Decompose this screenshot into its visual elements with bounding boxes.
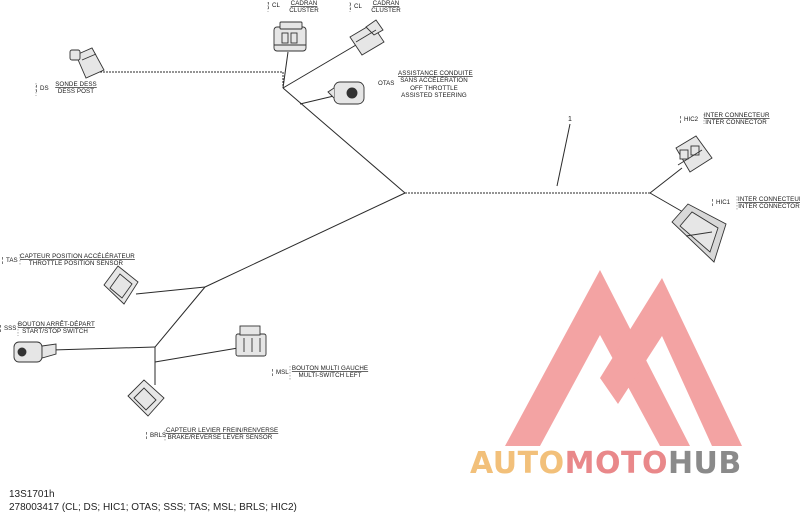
code-tas: TAS	[2, 257, 18, 264]
wire-trunk-up	[282, 87, 406, 194]
label-hic1-fr: INTER CONNECTEUR	[738, 196, 800, 203]
code-otas: OTAS	[378, 80, 395, 87]
watermark-logo-inner	[600, 378, 632, 398]
label-hic2-fr: INTER CONNECTEUR	[704, 112, 770, 119]
label-otas-line-1: ASSISTANCE CONDUITE	[398, 70, 473, 77]
label-cl-1-fr: CADRAN	[290, 0, 318, 7]
wire-to-cluster-2	[282, 44, 357, 89]
watermark-logo-right-peak	[600, 278, 742, 446]
connector-sss	[13, 341, 57, 363]
wire-trunk-to-hic2	[649, 167, 683, 194]
code-hic2: HIC2	[680, 116, 698, 123]
label-brls: CAPTEUR LEVIER FREIN/RENVERSE BRAKE/REVE…	[166, 427, 279, 442]
watermark-logo	[505, 270, 742, 446]
label-tas-fr: CAPTEUR POSITION ACCÉLÉRATEUR	[20, 253, 135, 260]
label-sss-fr: BOUTON ARRÊT-DÉPART	[18, 321, 95, 328]
connector-otas	[327, 81, 365, 105]
label-msl-fr: BOUTON MULTI GAUCHE	[291, 365, 369, 372]
code-cl-1: CL	[268, 2, 280, 9]
label-otas-line-3: OFF THROTTLE	[410, 84, 458, 92]
drawing-id: 13S1701h	[9, 489, 55, 500]
label-sss: BOUTON ARRÊT-DÉPART START/STOP SWITCH	[18, 321, 95, 336]
watermark-wordmark: AUTOMOTOHUB	[470, 446, 742, 481]
connector-cl-2	[349, 19, 385, 56]
code-brls: BRLS	[146, 432, 166, 439]
wire-branch-lower	[154, 286, 206, 385]
connector-ds	[69, 47, 105, 79]
label-otas-line-4: ASSISTED STEERING	[401, 92, 467, 100]
wire-to-msl	[154, 347, 239, 363]
label-ds: SONDE DESS DESS POST	[52, 81, 100, 96]
code-sss: SSS	[0, 325, 16, 332]
label-sss-en: START/STOP SWITCH	[22, 328, 88, 336]
wire-to-tas	[135, 286, 206, 295]
connector-msl	[235, 325, 267, 357]
watermark-word-moto: MOTO	[564, 446, 668, 481]
label-otas-line-2: SANS ACCÉLÉRATION	[400, 77, 468, 85]
label-cl-2-en: CLUSTER	[371, 7, 401, 15]
wire-trunk-to-hic1	[649, 192, 684, 213]
watermark-word-auto: AUTO	[470, 446, 565, 481]
label-otas: ASSISTANCE CONDUITE SANS ACCÉLÉRATION OF…	[398, 70, 473, 100]
label-tas: CAPTEUR POSITION ACCÉLÉRATEUR THROTTLE P…	[20, 253, 135, 268]
code-ds: DS	[36, 85, 49, 92]
connector-hic2	[675, 135, 713, 173]
wire-to-sss	[51, 346, 156, 351]
wire-to-dess	[100, 71, 284, 88]
label-brls-en: BRAKE/REVERSE LEVER SENSOR	[167, 434, 273, 442]
code-hic1: HIC1	[712, 199, 730, 206]
part-reference: 278003417 (CL; DS; HIC1; OTAS; SSS; TAS;…	[9, 502, 297, 513]
code-cl-2: CL	[350, 3, 362, 10]
connector-hic1	[671, 203, 727, 263]
wire-trunk-down	[204, 192, 406, 288]
label-tas-en: THROTTLE POSITION SENSOR	[28, 260, 124, 268]
watermark-word-hub: HUB	[667, 446, 742, 481]
label-ds-fr: SONDE DESS	[55, 81, 97, 88]
part-number-callout: 1	[568, 116, 572, 123]
label-cl-1: CADRAN CLUSTER	[286, 0, 322, 15]
label-cl-1-en: CLUSTER	[289, 7, 319, 15]
label-brls-fr: CAPTEUR LEVIER FREIN/RENVERSE	[166, 427, 279, 434]
label-hic1-en: INTER CONNECTOR	[738, 203, 800, 211]
watermark-logo-left-peak	[505, 270, 690, 446]
connector-brls	[127, 379, 165, 417]
connector-tas	[103, 265, 139, 305]
code-msl: MSL	[272, 369, 289, 376]
wire-leader-1	[556, 123, 571, 187]
label-hic2: INTER CONNECTEUR INTER CONNECTOR	[704, 112, 770, 127]
connectors	[13, 19, 727, 417]
label-msl-en: MULTI-SWITCH LEFT	[298, 372, 362, 380]
connector-cl-1	[273, 21, 307, 52]
label-cl-2: CADRAN CLUSTER	[368, 0, 404, 15]
label-hic1: INTER CONNECTEUR INTER CONNECTOR	[738, 196, 800, 211]
wire-to-cluster-1	[282, 51, 289, 89]
label-hic2-en: INTER CONNECTOR	[705, 119, 767, 127]
label-msl: BOUTON MULTI GAUCHE MULTI-SWITCH LEFT	[290, 365, 370, 380]
harness-wires	[51, 44, 684, 385]
label-cl-2-fr: CADRAN	[372, 0, 400, 7]
label-ds-en: DESS POST	[57, 88, 95, 96]
wire-to-otas	[299, 94, 339, 105]
